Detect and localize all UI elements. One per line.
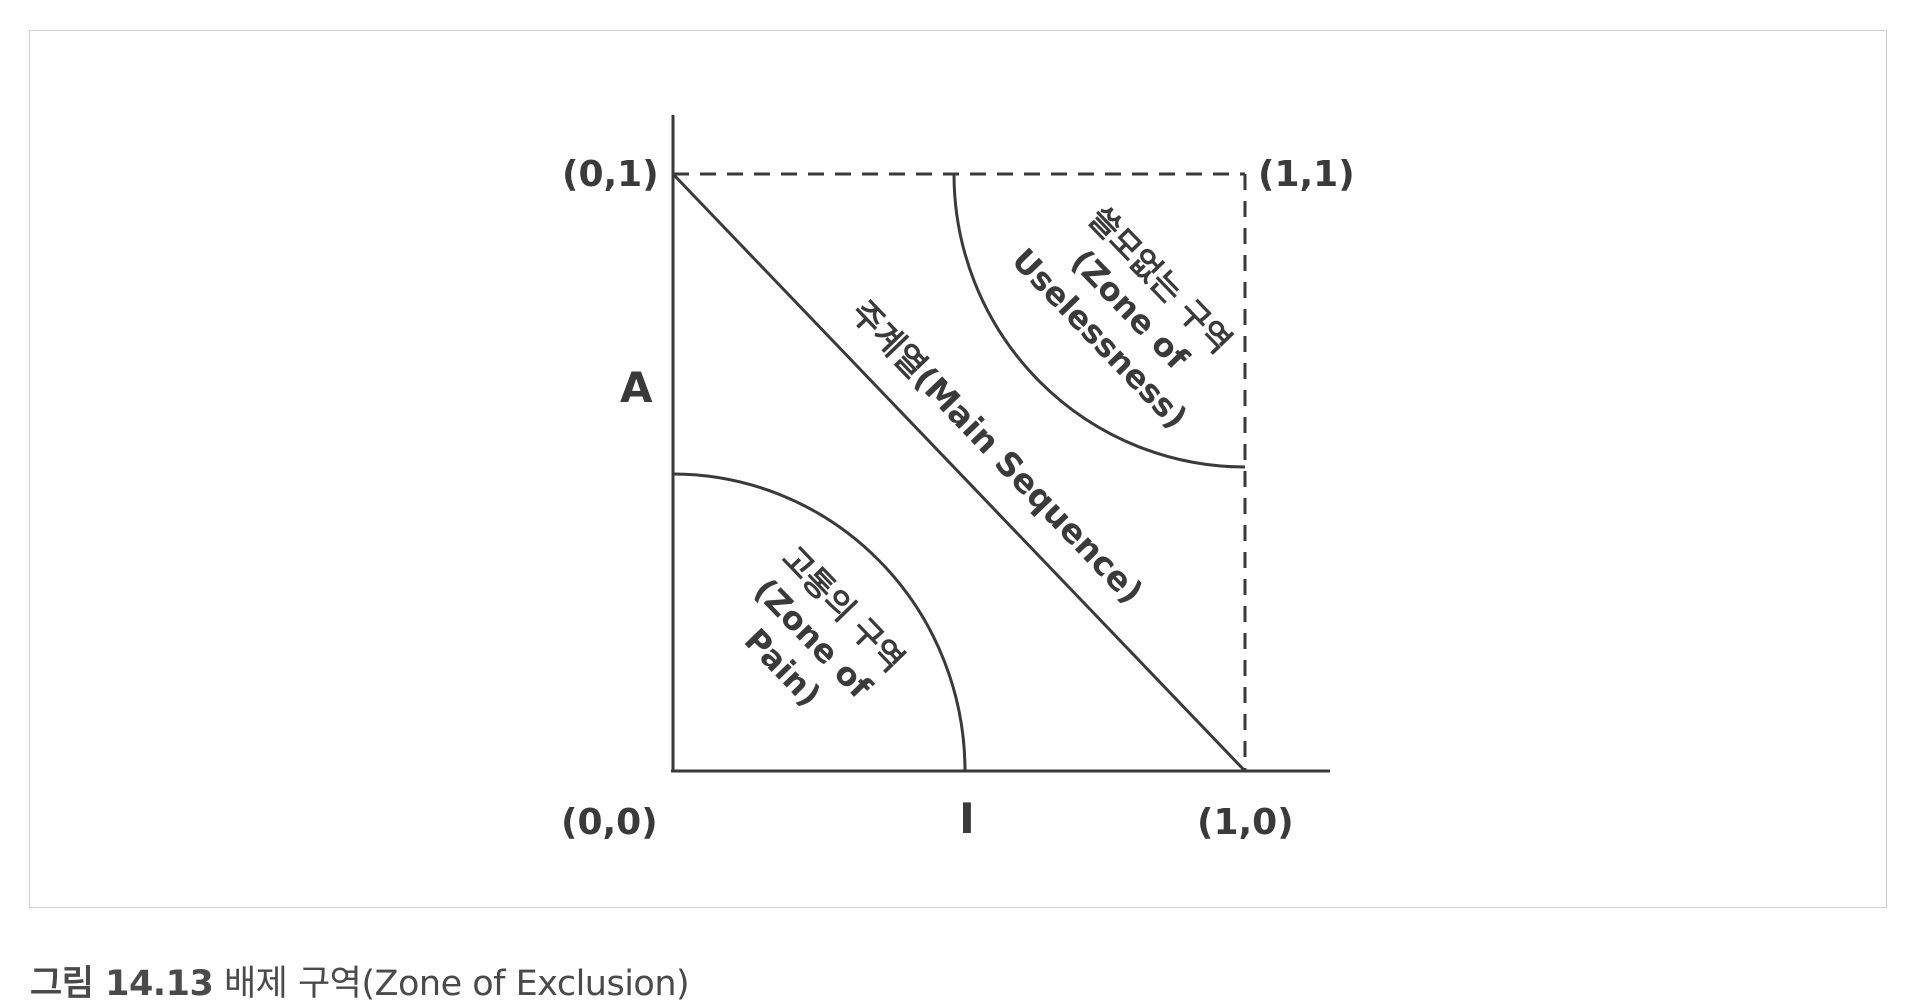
corner-label-bottom-left: (0,0) [561, 802, 658, 843]
zone-of-exclusion-diagram: (0,1) (1,1) (0,0) (1,0) A I 주계열(Main Seq… [561, 115, 1355, 843]
main-sequence-line [671, 172, 1247, 773]
zone-of-uselessness-label: 쓸모없는 구역 (Zone of Uselessness) [1005, 199, 1240, 436]
figure-caption: 그림 14.13 배제 구역(Zone of Exclusion) [30, 955, 690, 1006]
zone-of-uselessness-arc [952, 173, 1246, 469]
axis-label-a: A [620, 363, 653, 412]
zone-of-pain-label: 고통의 구역 (Zone of Pain) [737, 539, 912, 714]
figure-number: 그림 14.13 [30, 964, 214, 1004]
corner-label-top-right: (1,1) [1258, 154, 1355, 195]
figure-title: 배제 구역(Zone of Exclusion) [223, 964, 690, 1004]
corner-label-bottom-right: (1,0) [1197, 802, 1294, 843]
figure-frame [29, 30, 1887, 908]
axis-label-i: I [959, 794, 975, 843]
zone-of-pain-arc [672, 472, 967, 772]
corner-label-top-left: (0,1) [562, 154, 659, 195]
